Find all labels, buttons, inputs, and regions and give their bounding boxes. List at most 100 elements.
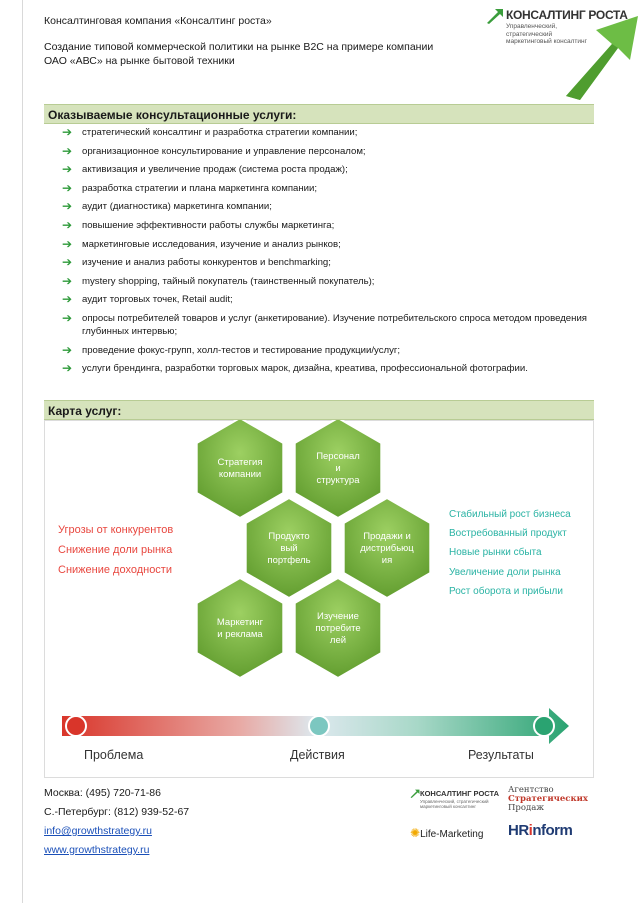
partner-growth-tagline: Управленческий, стратегический маркетинг… — [420, 799, 489, 809]
logo-arrow-icon — [410, 789, 420, 798]
sun-icon: ✺ — [410, 826, 421, 840]
arrow-right-icon: ➔ — [62, 125, 73, 139]
service-item: ➔организационное консультирование и упра… — [62, 144, 602, 158]
logo-name: КОНСАЛТИНГ РОСТА — [506, 8, 628, 22]
threat-item: Снижение доходности — [58, 564, 172, 576]
logo-arrow-icon — [487, 9, 503, 24]
result-item: Рост оборота и прибыли — [449, 585, 563, 597]
hexagon-label: Персонал — [316, 451, 360, 462]
life-marketing-name: Life-Marketing — [420, 829, 484, 840]
partner-logo-hrinform: HRinform — [508, 822, 573, 839]
hexagon-label: Продукто — [268, 531, 309, 542]
hexagon-label: лей — [330, 635, 346, 646]
service-item: ➔ опросы потребителей товаров и услуг (ан… — [62, 310, 602, 338]
service-text: опросы потребителей товаров и услуг (анк… — [82, 312, 587, 337]
service-text: маркетинговые исследования, изучение и а… — [82, 238, 341, 250]
arrow-right-icon: ➔ — [62, 361, 73, 376]
arrow-right-icon: ➔ — [62, 292, 73, 307]
document-header: Консалтинговая компания «Консалтинг рост… — [44, 14, 464, 68]
service-text: изучение и анализ работы конкурентов и b… — [82, 257, 331, 269]
hexagon-label: портфель — [267, 555, 310, 566]
agency-line3: Продаж — [508, 803, 545, 813]
growth-arrow-icon — [566, 16, 638, 100]
arrow-right-icon: ➔ — [62, 273, 73, 288]
hexagon-label: и — [335, 463, 340, 474]
service-hexagon — [244, 496, 334, 600]
arrow-right-icon: ➔ — [62, 217, 73, 232]
service-text: разработка стратегии и плана маркетинга … — [82, 182, 318, 194]
result-item: Новые рынки сбыта — [449, 547, 542, 559]
service-text: стратегический консалтинг и разработка с… — [82, 127, 358, 138]
arrow-right-icon: ➔ — [62, 180, 73, 195]
email-link[interactable]: info@growthstrategy.ru — [44, 825, 152, 837]
hexagon-label: Маркетинг — [217, 617, 264, 628]
arrow-right-icon: ➔ — [62, 236, 73, 251]
result-item: Увеличение доли рынка — [449, 566, 561, 578]
arrow-right-icon: ➔ — [62, 310, 73, 325]
hexagon-label: структура — [317, 475, 361, 486]
arrow-right-icon: ➔ — [62, 199, 73, 214]
service-item: ➔ аудит торговых точек, Retail audit; — [62, 293, 602, 306]
partner-logo-agency: Агентство Стратегических Продаж — [508, 786, 588, 813]
service-text: аудит торговых точек, Retail audit; — [82, 294, 233, 306]
hexagon-label: компании — [219, 469, 261, 480]
service-item: ➔ mystery shopping, тайный покупатель (та… — [62, 273, 602, 288]
service-text: аудит (диагностика) маркетинга компании; — [82, 201, 272, 213]
arrow-right-icon: ➔ — [62, 255, 73, 270]
service-text: проведение фокус-групп, холл-тестов и те… — [82, 344, 401, 356]
service-hexagon — [195, 576, 285, 680]
phone-moscow: Москва: (495) 720-71-86 — [44, 787, 161, 799]
stage-label-results: Результаты — [468, 748, 534, 762]
service-text: повышение эффективности работы службы ма… — [82, 219, 335, 231]
service-text: организационное консультирование и управ… — [82, 145, 366, 157]
hr-i-part: i — [528, 822, 533, 839]
page-border — [22, 0, 23, 903]
service-hexagon — [293, 420, 383, 520]
stage-marker-problem — [65, 715, 87, 737]
agency-line1: Агентство — [508, 785, 554, 795]
stage-label-problem: Проблема — [84, 748, 144, 762]
phone-spb: С.-Петербург: (812) 939-52-67 — [44, 806, 190, 818]
partner-growth-name: КОНСАЛТИНГ РОСТА — [420, 789, 500, 798]
logo-tagline: Управленческий, стратегический маркетинг… — [506, 23, 587, 45]
contacts-block: Москва: (495) 720-71-86 С.-Петербург: (8… — [44, 784, 189, 860]
progress-arrow — [62, 708, 569, 744]
stage-label-actions: Действия — [290, 748, 345, 762]
hr-inform-part: nform — [532, 822, 573, 839]
agency-line2: Стратегических — [508, 794, 588, 804]
service-item: ➔ услуги брендинга, разработки торговых м… — [62, 362, 602, 375]
hexagon-label: и реклама — [217, 629, 263, 640]
service-item: ➔ активизация и увеличение продаж (систем… — [62, 163, 602, 176]
company-name: Консалтинговая компания «Консалтинг рост… — [44, 15, 272, 27]
stage-marker-actions — [308, 715, 330, 737]
stage-marker-results — [533, 715, 555, 737]
arrow-right-icon: ➔ — [62, 342, 73, 357]
hexagon-label: Стратегия — [217, 457, 262, 468]
service-item: ➔ маркетинговые исследования, изучение и … — [62, 236, 602, 251]
service-item: ➔ изучение и анализ работы конкурентов и … — [62, 256, 602, 269]
partner-logos: КОНСАЛТИНГ РОСТА Управленческий, стратег… — [410, 786, 610, 856]
website-link[interactable]: www.growthstrategy.ru — [44, 844, 150, 856]
services-heading: Оказываемые консультационные услуги: — [44, 104, 594, 124]
arrow-right-icon: ➔ — [62, 162, 73, 177]
company-logo: КОНСАЛТИНГ РОСТА Управленческий, стратег… — [486, 6, 628, 45]
service-hexagon — [195, 420, 285, 520]
threat-item: Угрозы от конкурентов — [58, 524, 174, 536]
hexagon-label: ия — [382, 555, 392, 566]
hexagon-label: потребите — [315, 623, 360, 634]
result-item: Востребованный продукт — [449, 528, 567, 540]
partner-logo-growth: КОНСАЛТИНГ РОСТА Управленческий, стратег… — [410, 786, 500, 814]
document-title-line2: ОАО «АВС» на рынке бытовой техники — [44, 55, 235, 67]
service-item: ➔ аудит (диагностика) маркетинга компании… — [62, 200, 602, 213]
service-text: услуги брендинга, разработки торговых ма… — [82, 363, 528, 375]
service-text: активизация и увеличение продаж (система… — [82, 164, 348, 176]
threat-item: Снижение доли рынка — [58, 544, 173, 556]
hexagon-label: Изучение — [317, 611, 359, 622]
service-text: mystery shopping, тайный покупатель (таи… — [82, 275, 375, 287]
hexagon-label: Продажи и — [363, 531, 411, 542]
service-hexagon — [293, 576, 383, 680]
